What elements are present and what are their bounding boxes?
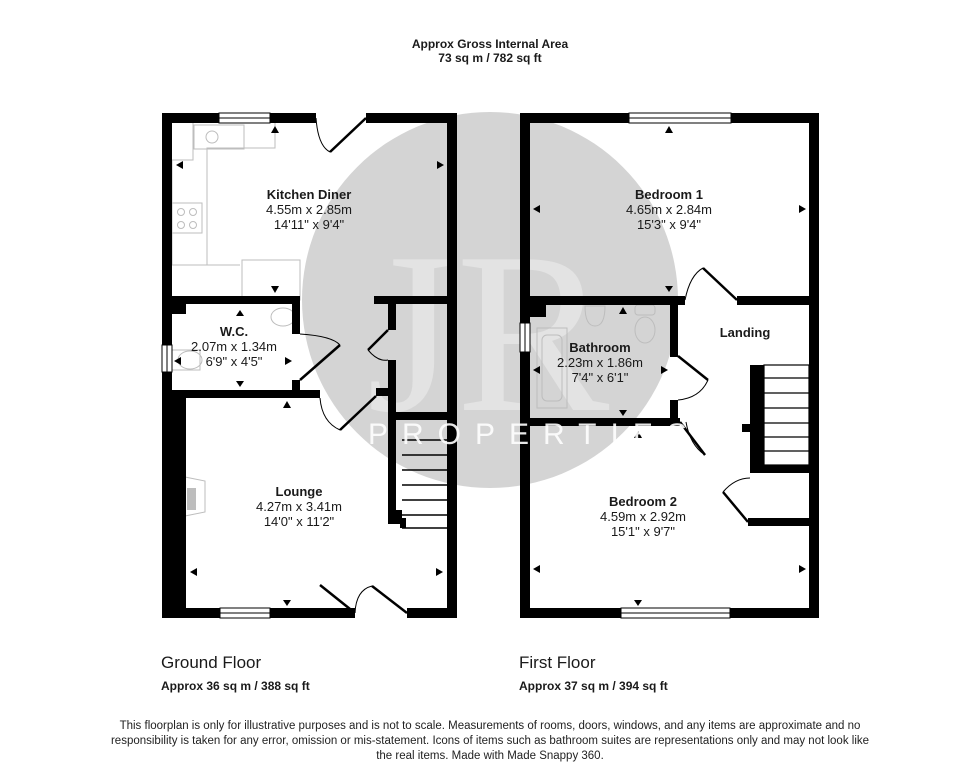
first-floor-plan [519,112,819,619]
ground-floor-title: Ground Floor [161,653,262,672]
ground-stairs [402,439,447,529]
header-total-area: 73 sq m / 782 sq ft [438,51,542,65]
windows [161,112,271,619]
disclaimer-text: This floorplan is only for illustrative … [110,720,870,762]
first-stairs [763,364,810,466]
room-label-landing: Landing [719,325,771,340]
first-floor-caption: First Floor Approx 37 sq m / 394 sq ft [519,653,668,693]
room-label-kitchen-diner: Kitchen Diner 4.55m x 2.85m 14'11" x 9'4… [266,187,352,232]
ground-floor-plan [161,112,457,619]
ground-floor-area: Approx 36 sq m / 388 sq ft [161,679,310,693]
dimension-arrows [174,126,444,606]
ground-floor-caption: Ground Floor Approx 36 sq m / 388 sq ft [161,653,310,693]
watermark-text: PROPERTIES [368,418,701,451]
doors [299,117,389,614]
windows-first [519,112,732,619]
floorplan-drawing: JR [161,112,819,619]
room-label-wc: W.C. 2.07m x 1.34m 6'9" x 4'5" [191,324,277,369]
first-floor-area: Approx 37 sq m / 394 sq ft [519,679,668,693]
room-label-bedroom-1: Bedroom 1 4.65m x 2.84m 15'3" x 9'4" [626,187,712,232]
first-floor-title: First Floor [519,653,596,672]
room-label-lounge: Lounge 4.27m x 3.41m 14'0" x 11'2" [256,484,342,529]
header-title: Approx Gross Internal Area [411,37,569,51]
dimension-arrows-first [533,126,806,606]
room-label-bathroom: Bathroom 2.23m x 1.86m 7'4" x 6'1" [557,340,643,385]
room-label-bedroom-2: Bedroom 2 4.59m x 2.92m 15'1" x 9'7" [600,494,686,539]
gross-area-header: Approx Gross Internal Area 73 sq m / 782… [0,37,980,65]
kitchen-units [167,123,301,517]
